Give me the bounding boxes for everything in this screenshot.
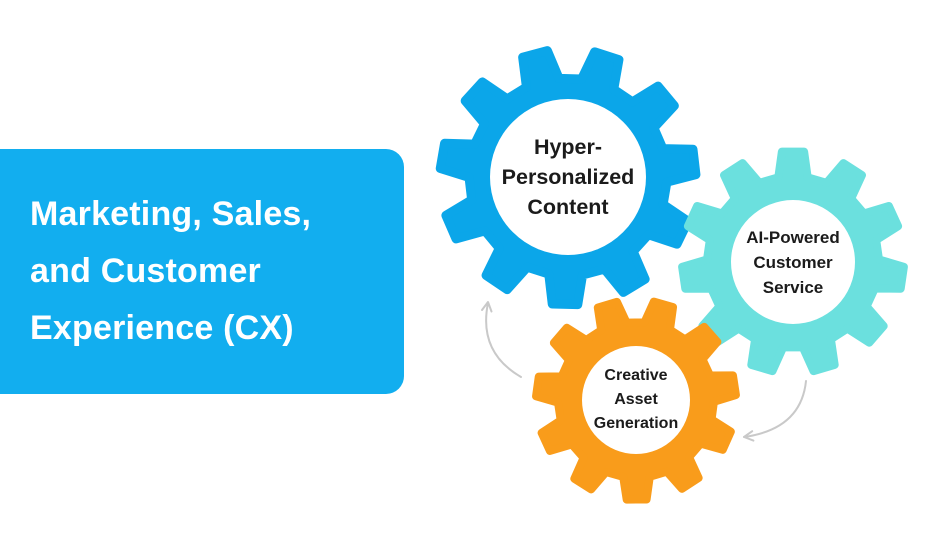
flow-arrow-left-icon bbox=[743, 380, 807, 442]
gear-label-hyper-personalized-content: Hyper- Personalized Content bbox=[483, 131, 653, 223]
gear-label-line: Personalized bbox=[501, 165, 635, 189]
gear-label-line: Customer bbox=[753, 252, 833, 272]
title-line-1: Marketing, Sales, bbox=[30, 195, 312, 233]
gear-ai-powered-customer-service bbox=[668, 137, 918, 387]
gear-label-line: Creative bbox=[604, 366, 668, 384]
gear-creative-asset-generation bbox=[521, 285, 751, 515]
title-panel: Marketing, Sales, and Customer Experienc… bbox=[0, 149, 404, 394]
gear-label-line: Asset bbox=[614, 390, 658, 408]
gear-label-line: Service bbox=[762, 277, 824, 297]
gear-icon bbox=[532, 297, 740, 504]
gear-hub bbox=[490, 99, 646, 255]
gear-label-line: Content bbox=[527, 195, 609, 219]
title-line-2: and Customer bbox=[30, 252, 261, 290]
gear-label-creative-asset-generation: Creative Asset Generation bbox=[576, 363, 696, 436]
gear-hub bbox=[731, 200, 855, 324]
gear-icon bbox=[678, 147, 908, 376]
gear-label-line: AI-Powered bbox=[746, 227, 840, 247]
gear-label-ai-powered-customer-service: AI-Powered Customer Service bbox=[723, 224, 863, 300]
gear-hyper-personalized-content bbox=[423, 32, 713, 322]
title-line-3: Experience (CX) bbox=[30, 309, 294, 347]
gear-label-line: Hyper- bbox=[533, 135, 603, 159]
gear-hub bbox=[582, 346, 690, 454]
gear-icon bbox=[435, 46, 701, 310]
gear-label-line: Generation bbox=[593, 414, 679, 432]
